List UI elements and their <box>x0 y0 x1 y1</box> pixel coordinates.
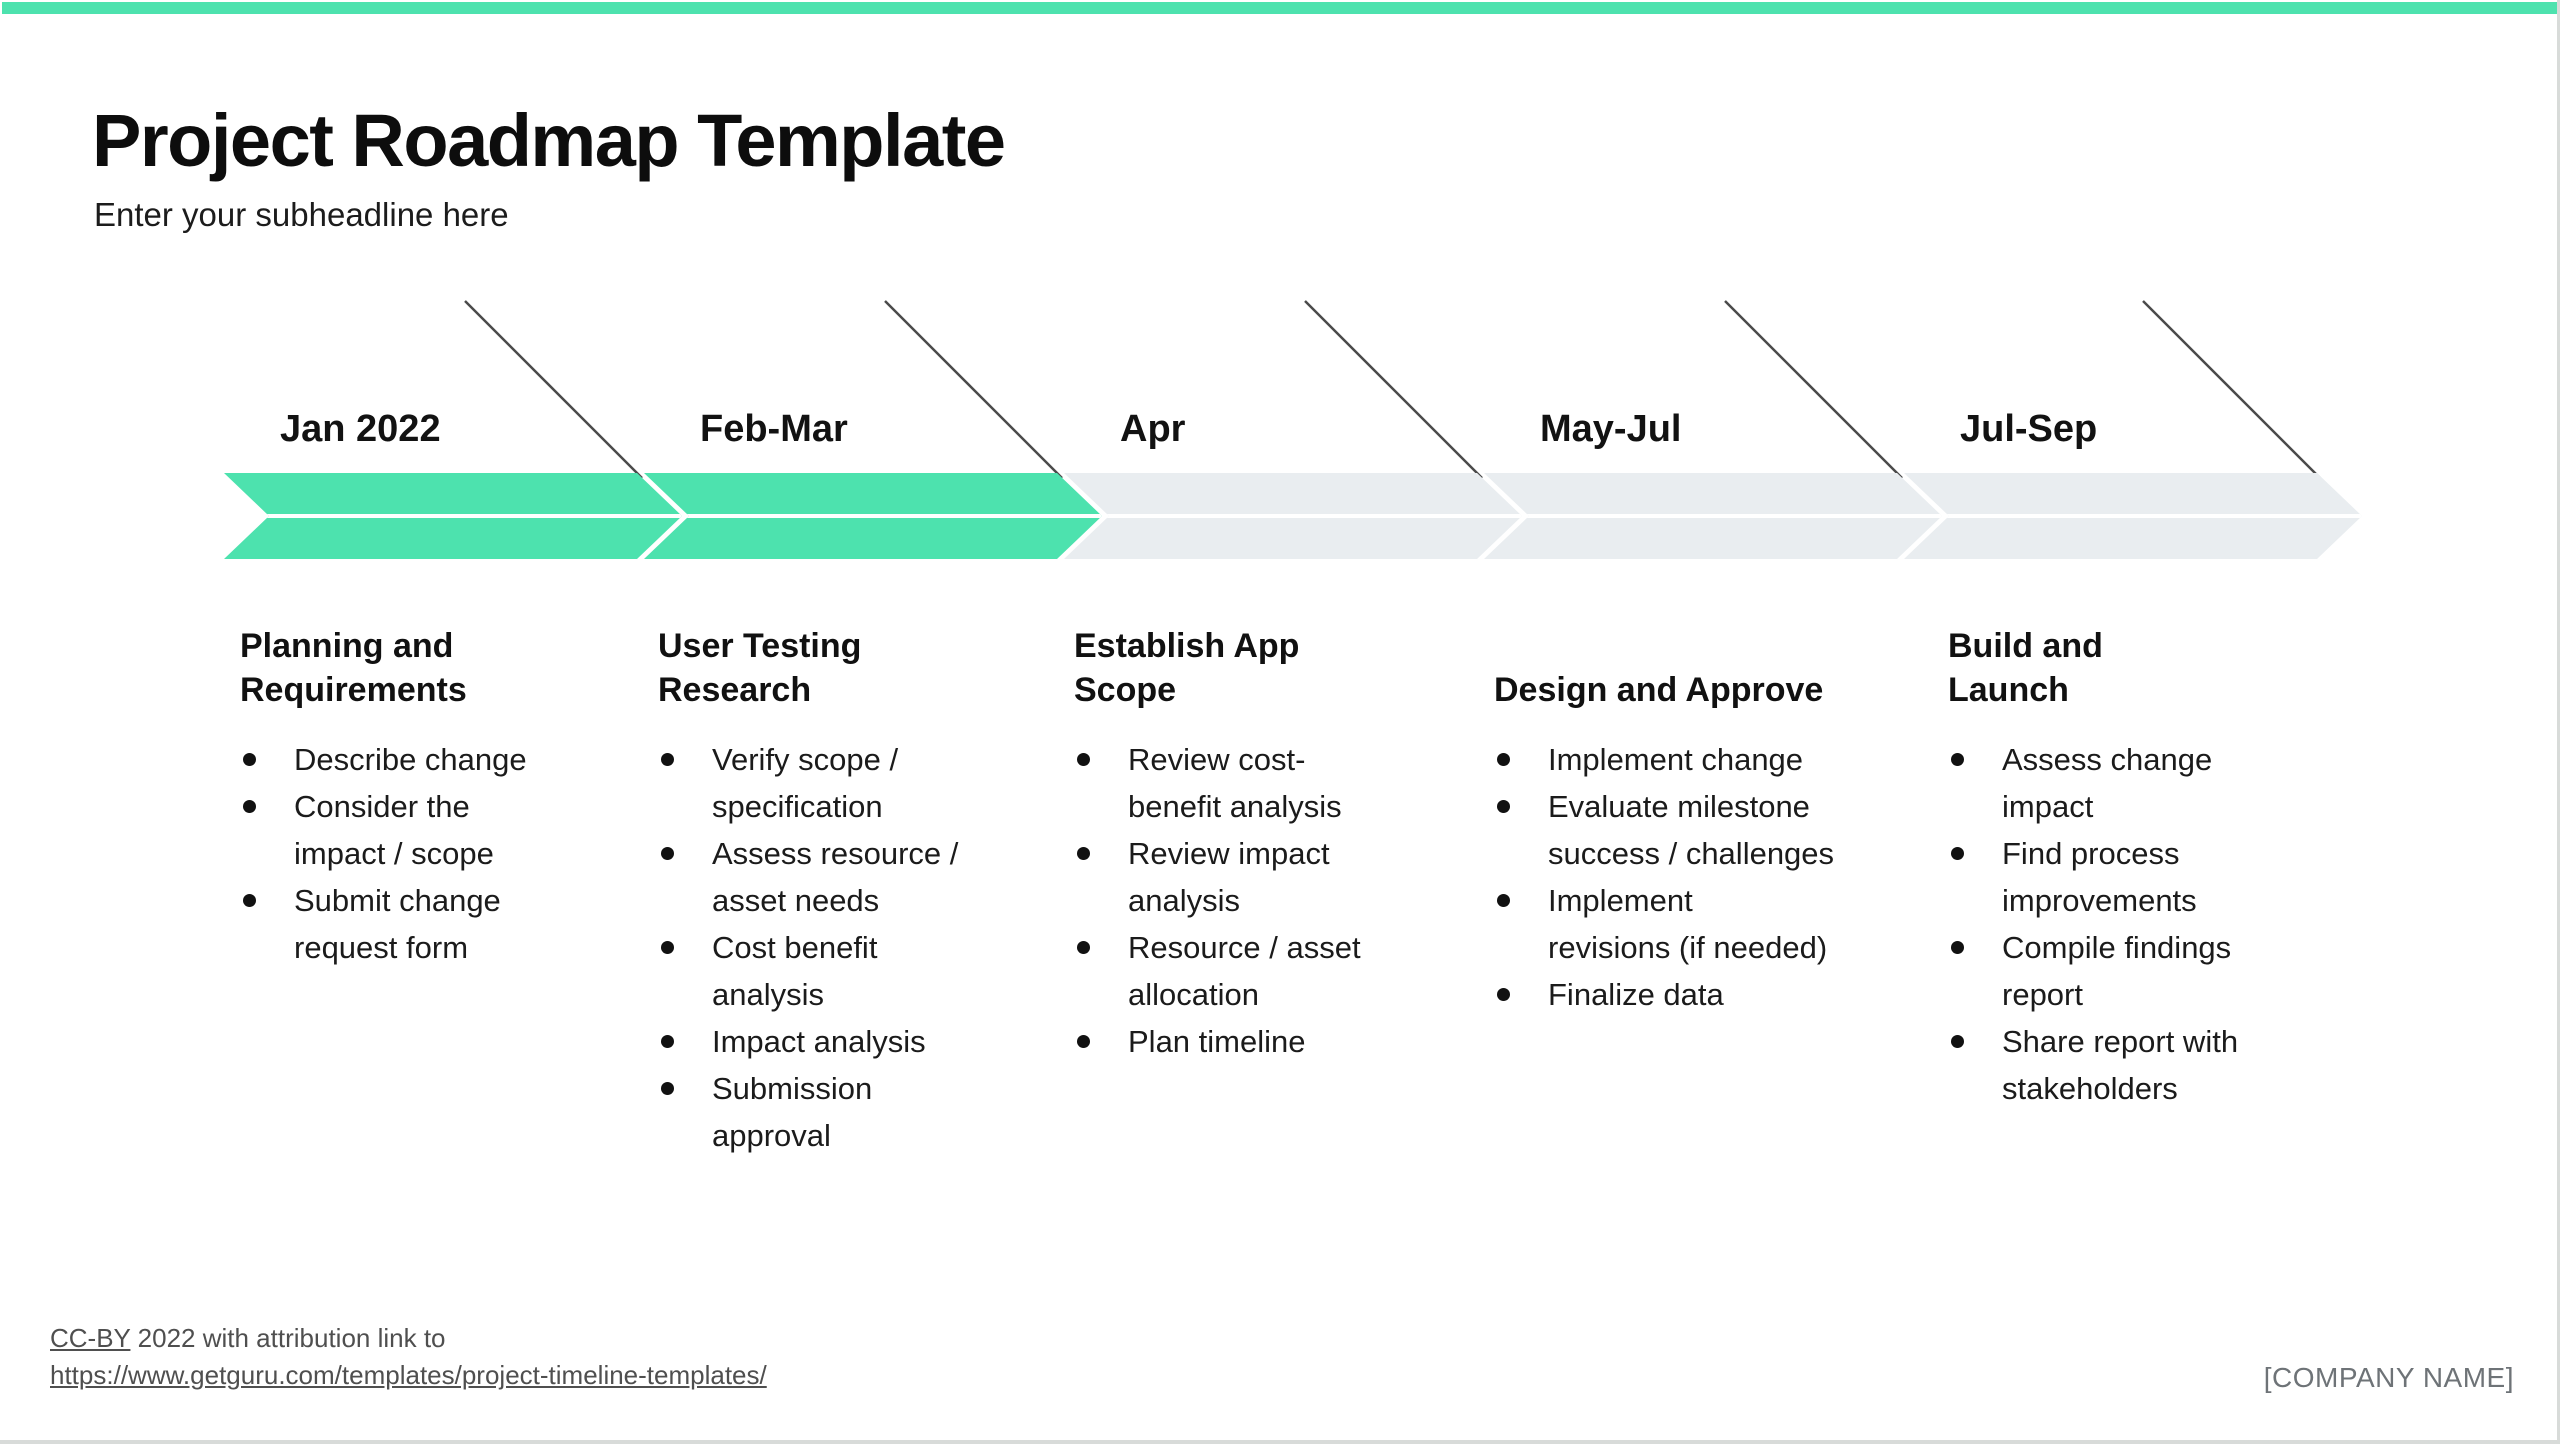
phase-heading: Establish App Scope <box>1074 627 1300 709</box>
page-title: Project Roadmap Template <box>92 99 1006 182</box>
timeline-label-jan-2022: Jan 2022 <box>280 408 441 450</box>
subheadline: Enter your subheadline here <box>94 196 509 233</box>
roadmap-bullet: Implement change <box>1494 736 1936 783</box>
roadmap-bullet: Consider the impact / scope <box>240 783 682 877</box>
phase-heading: User Testing Research <box>658 627 862 709</box>
chevron-divider <box>1064 514 1522 518</box>
phase-bullet-list: Review cost- benefit analysis Review imp… <box>1074 736 1516 1065</box>
roadmap-bullet: Describe change <box>240 736 682 783</box>
roadmap-bullet: Plan timeline <box>1074 1018 1516 1065</box>
chevron-divider <box>644 514 1102 518</box>
chevron-phase-1 <box>224 473 682 559</box>
roadmap-bullet: Finalize data <box>1494 971 1936 1018</box>
company-name-placeholder: [COMPANY NAME] <box>2263 1362 2514 1393</box>
cc-by-link[interactable]: CC-BY <box>50 1323 131 1353</box>
roadmap-bullet: Resource / asset allocation <box>1074 924 1516 1018</box>
phase-column-build-launch: Build and Launch Assess change impact Fi… <box>1948 622 2390 1112</box>
timeline-label-may-jul: May-Jul <box>1540 408 1682 450</box>
roadmap-bullet: Cost benefit analysis <box>658 924 1100 1018</box>
phase-bullet-list: Implement change Evaluate milestone succ… <box>1494 736 1936 1018</box>
attribution-url-link[interactable]: https://www.getguru.com/templates/projec… <box>50 1360 767 1390</box>
phase-column-user-testing: User Testing Research Verify scope / spe… <box>658 622 1100 1159</box>
timeline-label-jul-sep: Jul-Sep <box>1960 408 2098 450</box>
chevron-divider <box>224 514 682 518</box>
chevron-divider <box>1904 514 2362 518</box>
phase-heading: Design and Approve <box>1494 671 1824 709</box>
chevron-phase-5 <box>1904 473 2362 559</box>
roadmap-bullet: Submit change request form <box>240 877 682 971</box>
chevron-phase-2 <box>644 473 1102 559</box>
roadmap-bullet: Review impact analysis <box>1074 830 1516 924</box>
phase-bullet-list: Assess change impact Find process improv… <box>1948 736 2390 1112</box>
chevron-phase-3 <box>1064 473 1522 559</box>
phase-column-design-approve: Design and Approve Implement change Eval… <box>1494 622 1936 1018</box>
roadmap-bullet: Find process improvements <box>1948 830 2390 924</box>
phase-heading: Planning and Requirements <box>240 627 467 709</box>
phase-bullet-list: Verify scope / specification Assess reso… <box>658 736 1100 1159</box>
roadmap-bullet: Impact analysis <box>658 1018 1100 1065</box>
roadmap-bullet: Review cost- benefit analysis <box>1074 736 1516 830</box>
roadmap-bullet: Assess change impact <box>1948 736 2390 830</box>
slide-bottom-edge <box>0 1440 2560 1444</box>
roadmap-bullet: Compile findings report <box>1948 924 2390 1018</box>
roadmap-bullet: Verify scope / specification <box>658 736 1100 830</box>
chevron-phase-4 <box>1484 473 1942 559</box>
timeline-label-feb-mar: Feb-Mar <box>700 408 848 450</box>
roadmap-bullet: Implement revisions (if needed) <box>1494 877 1936 971</box>
roadmap-bullet: Assess resource / asset needs <box>658 830 1100 924</box>
roadmap-bullet: Evaluate milestone success / challenges <box>1494 783 1936 877</box>
chevron-divider <box>1484 514 1942 518</box>
timeline-label-apr: Apr <box>1120 408 1186 450</box>
phase-column-app-scope: Establish App Scope Review cost- benefit… <box>1074 622 1516 1065</box>
top-accent-bar <box>2 2 2558 14</box>
phase-column-planning: Planning and Requirements Describe chang… <box>240 622 682 971</box>
attribution-text: 2022 with attribution link to <box>130 1323 446 1353</box>
phase-bullet-list: Describe change Consider the impact / sc… <box>240 736 682 971</box>
slide-right-edge <box>2557 0 2560 1444</box>
roadmap-bullet: Submission approval <box>658 1065 1100 1159</box>
phase-heading: Build and Launch <box>1948 627 2103 709</box>
attribution-footer: CC-BY 2022 with attribution link to http… <box>50 1320 767 1394</box>
attribution-line: CC-BY 2022 with attribution link to <box>50 1320 767 1357</box>
roadmap-bullet: Share report with stakeholders <box>1948 1018 2390 1112</box>
